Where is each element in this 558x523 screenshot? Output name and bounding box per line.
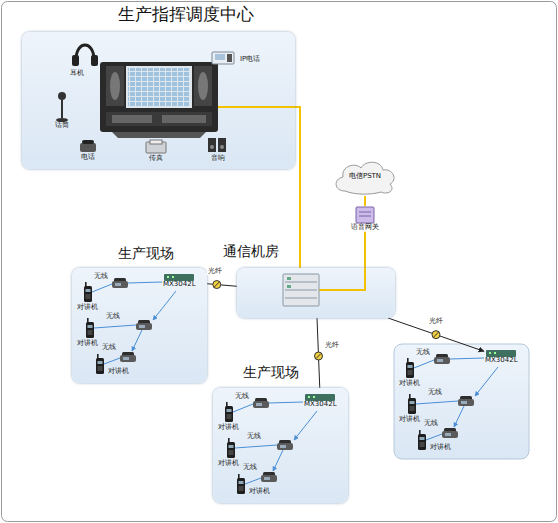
equipment-label: 音响 (211, 155, 225, 163)
fiber-symbol (316, 354, 321, 359)
radio-label: 对讲机 (249, 488, 270, 496)
radio-label: 对讲机 (399, 380, 420, 388)
radio-label: 无线 (243, 464, 257, 472)
radio-label: 对讲机 (218, 424, 239, 432)
device-label: 语音网关 (351, 224, 379, 232)
radio-label: 无线 (424, 420, 438, 428)
site-panel (394, 344, 529, 459)
radio-label: 对讲机 (218, 460, 239, 468)
device-label: 电信PSTN (349, 173, 381, 181)
radio-label: 无线 (94, 273, 108, 281)
radio-label: 无线 (102, 344, 116, 352)
panel-heading: 生产现场 (118, 246, 174, 261)
site-panel: 生产现场MX3042L (213, 388, 348, 503)
fiber-symbol (213, 281, 221, 289)
site-equipment (406, 354, 498, 450)
connector (295, 107, 300, 268)
fiber-symbol (214, 282, 219, 287)
equipment-label: 耳机 (70, 70, 84, 78)
radio-label: 对讲机 (399, 416, 420, 424)
equipment-room-panel: 通信机房 (237, 268, 395, 318)
switch-device: MX3042L (484, 350, 519, 365)
panel-heading: 生产现场 (243, 365, 299, 380)
switch-device: MX3042L (162, 274, 197, 289)
fiber-symbol (314, 352, 322, 360)
console-illustration (22, 32, 295, 169)
device-label: MX3042L (163, 281, 196, 289)
fiber-symbol (433, 332, 438, 337)
device-label: MX3042L (304, 401, 337, 409)
network-cloud: 电信PSTN (331, 158, 399, 196)
equipment-label: 传真 (149, 155, 163, 163)
switch-icon (486, 350, 516, 357)
radio-label: 对讲机 (77, 304, 98, 312)
connector (388, 318, 484, 351)
dispatch-center-panel: 生产指挥调度中心 (22, 32, 295, 169)
gateway-icon (345, 206, 385, 224)
connector (364, 232, 366, 268)
gateway-device: 语音网关 (341, 206, 389, 232)
room-equipment (237, 268, 395, 318)
radio-label: 对讲机 (108, 368, 129, 376)
link-label: 光纤 (207, 268, 223, 276)
radio-label: 无线 (247, 433, 261, 441)
radio-label: 无线 (416, 349, 430, 357)
device-label: MX3042L (485, 357, 518, 365)
equipment-label: IP电话 (240, 56, 260, 64)
panel-heading: 通信机房 (223, 244, 279, 259)
equipment-label: 话筒 (55, 122, 69, 130)
radio-label: 对讲机 (430, 444, 451, 452)
switch-icon (164, 274, 194, 281)
panel-heading: 生产指挥调度中心 (118, 5, 254, 24)
radio-label: 无线 (428, 389, 442, 397)
equipment-label: 电话 (81, 154, 95, 162)
radio-label: 对讲机 (77, 340, 98, 348)
site-panel: 生产现场MX3042L (72, 268, 207, 383)
link-label: 光纤 (428, 318, 444, 326)
fiber-symbol (432, 331, 440, 339)
link-label: 光纤 (324, 342, 340, 350)
switch-device: MX3042L (303, 394, 338, 409)
radio-label: 无线 (106, 313, 120, 321)
switch-icon (305, 394, 335, 401)
connector (364, 196, 366, 206)
radio-label: 无线 (235, 393, 249, 401)
